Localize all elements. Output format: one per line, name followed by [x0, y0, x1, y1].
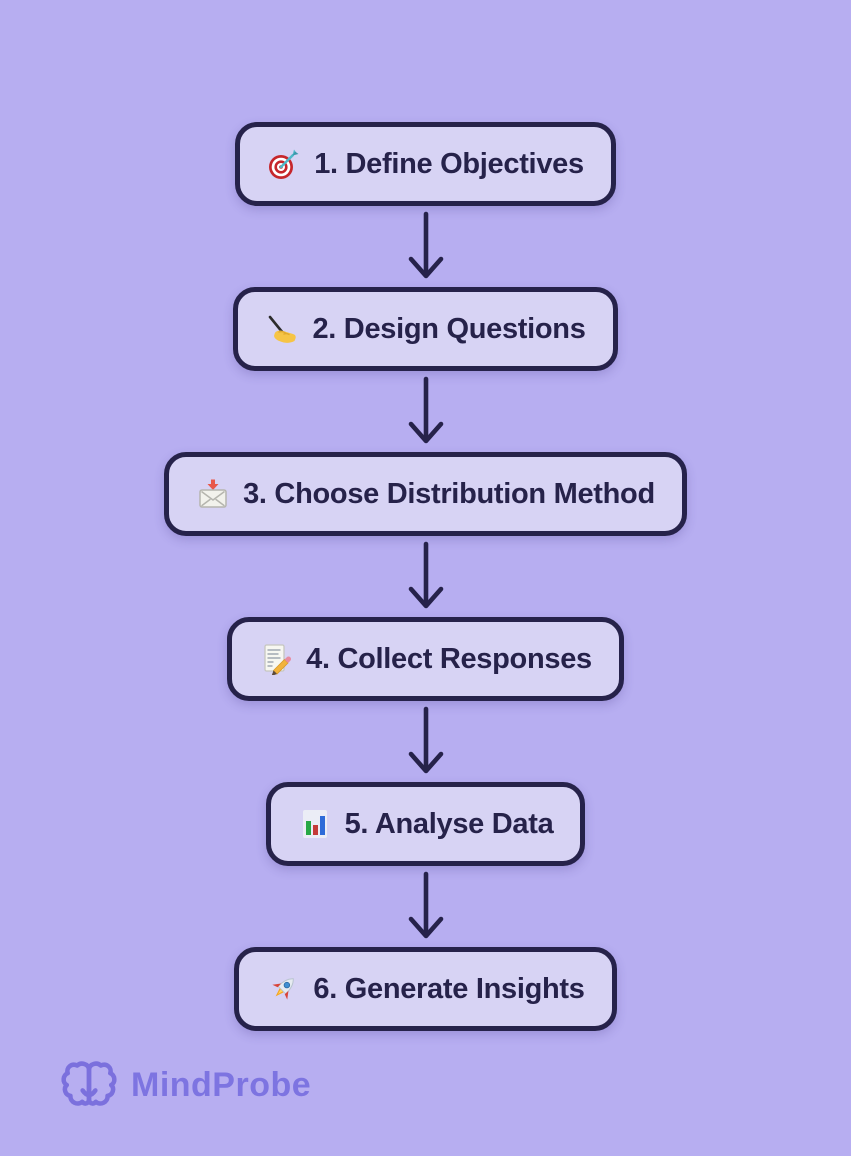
writing-hand-icon [265, 312, 299, 346]
flow-node-define-objectives: 1. Define Objectives [235, 122, 616, 206]
down-arrow-connector [403, 701, 449, 782]
flow-node-design-questions: 2. Design Questions [233, 287, 618, 371]
flow-node-analyse-data: 5. Analyse Data [265, 782, 586, 866]
envelope-arrow-icon [196, 477, 230, 511]
bar-chart-icon [298, 807, 332, 841]
flow-node-label: 3. Choose Distribution Method [243, 477, 655, 510]
flow-node-collect-responses: 4. Collect Responses [227, 617, 624, 701]
flow-node-label: 1. Define Objectives [314, 147, 584, 180]
flow-column: 1. Define Objectives 2. Design Questions [0, 122, 851, 1031]
memo-pencil-icon [259, 642, 293, 676]
flow-node-label: 2. Design Questions [312, 312, 586, 345]
brand-name: MindProbe [131, 1065, 312, 1104]
flow-node-label: 5. Analyse Data [344, 807, 554, 840]
flow-node-generate-insights: 6. Generate Insights [234, 947, 617, 1031]
rocket-icon [266, 972, 300, 1006]
flow-node-label: 4. Collect Responses [306, 642, 592, 675]
down-arrow-connector [403, 206, 449, 287]
flow-node-choose-distribution-method: 3. Choose Distribution Method [164, 452, 687, 536]
dart-target-icon [267, 147, 301, 181]
down-arrow-connector [403, 866, 449, 947]
brand-logo: MindProbe [60, 1056, 311, 1114]
brain-icon [60, 1056, 118, 1114]
down-arrow-connector [403, 371, 449, 452]
flow-node-label: 6. Generate Insights [313, 972, 585, 1005]
down-arrow-connector [403, 536, 449, 617]
